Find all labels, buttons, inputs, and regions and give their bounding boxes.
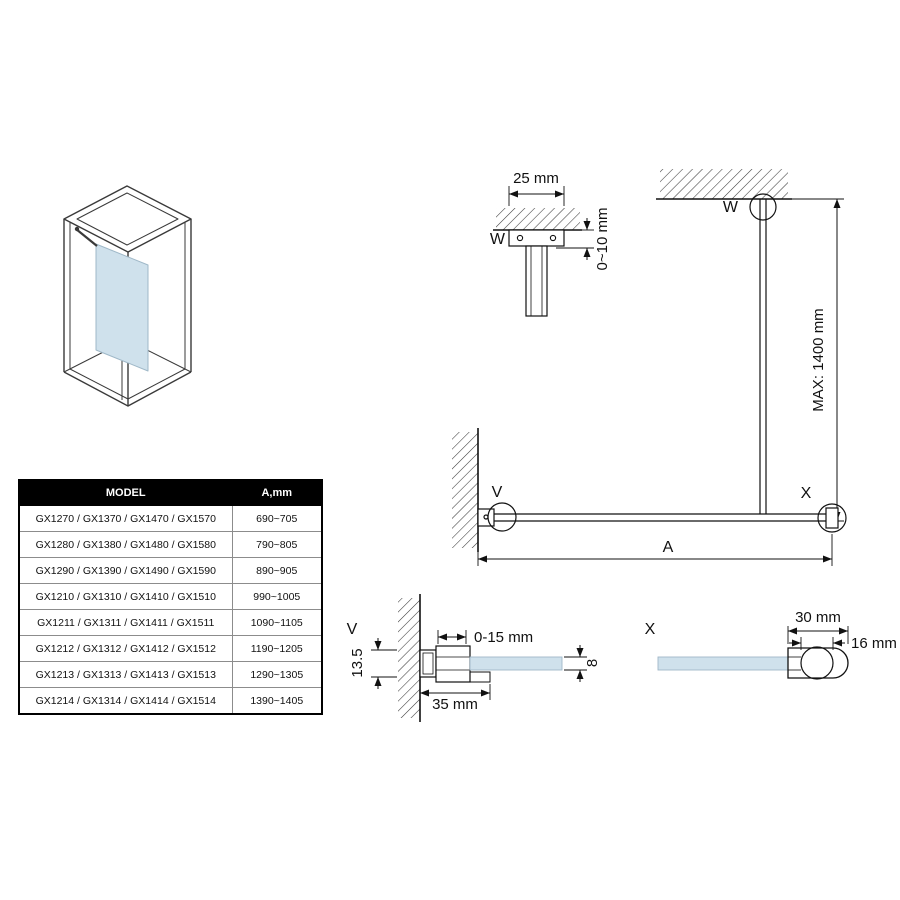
callout-v-label: V [492, 484, 503, 501]
dim-profile-height: 13.5 [349, 648, 366, 677]
wall-profile [419, 649, 437, 678]
a-mm-cell: 1390~1405 [231, 687, 323, 715]
isometric-shower-drawing [63, 185, 192, 407]
support-bar-section [525, 245, 548, 317]
dim-bracket-width: 25 mm [513, 170, 559, 187]
bar-cross-section [800, 646, 834, 680]
callout-x-label: X [801, 485, 812, 502]
callout-circle-x [817, 503, 847, 533]
model-cell: GX1211 / GX1311 / GX1411 / GX1511 [18, 609, 233, 636]
a-mm-cell: 690~705 [231, 505, 323, 532]
detail-v-label: V [347, 621, 358, 638]
dim-adjust-range: 0-15 mm [474, 629, 533, 646]
ceiling-hatch [660, 169, 788, 199]
ceiling-hatch [496, 208, 580, 230]
dim-glass-thickness: 8 [584, 659, 601, 667]
model-cell: GX1280 / GX1380 / GX1480 / GX1580 [18, 531, 233, 558]
model-table-header: MODEL A,mm [18, 479, 323, 506]
model-table: MODEL A,mm GX1270 / GX1370 / GX1470 / GX… [18, 479, 323, 715]
callout-circle-w [749, 193, 777, 221]
ceiling-mount-assembly: W MAX: 1400 mm [656, 169, 844, 522]
callout-circle-v [487, 502, 517, 532]
model-cell: GX1213 / GX1313 / GX1413 / GX1513 [18, 661, 233, 688]
model-cell: GX1270 / GX1370 / GX1470 / GX1570 [18, 505, 233, 532]
a-mm-cell: 790~805 [231, 531, 323, 558]
dim-a-label: A [663, 539, 674, 556]
model-column-header: MODEL [18, 479, 233, 506]
callout-w-label: W [723, 199, 739, 216]
model-cell: GX1214 / GX1314 / GX1414 / GX1514 [18, 687, 233, 715]
glass-panel-section [469, 656, 563, 671]
glass-panel-isometric [95, 243, 149, 372]
bar-clamp-profile [787, 647, 849, 679]
wall-bracket [477, 508, 495, 527]
glass-panel-section [657, 656, 789, 671]
detail-x-glass-clamp: X 30 mm 16 mm [645, 609, 897, 680]
a-mm-cell: 890~905 [231, 557, 323, 584]
model-cell: GX1290 / GX1390 / GX1490 / GX1590 [18, 557, 233, 584]
model-cell: GX1210 / GX1310 / GX1410 / GX1510 [18, 583, 233, 610]
a-mm-cell: 990~1005 [231, 583, 323, 610]
a-mm-cell: 1290~1305 [231, 661, 323, 688]
wall-hatch [398, 598, 420, 718]
detail-v-wall-profile: V 13.5 0-15 mm 8 35 mm [347, 594, 601, 722]
support-bar-isometric [75, 228, 98, 247]
dim-ceiling-gap: 0~10 mm [594, 208, 611, 271]
a-mm-column-header: A,mm [231, 479, 323, 506]
dim-profile-depth: 35 mm [432, 696, 478, 713]
a-mm-cell: 1090~1105 [231, 609, 323, 636]
dim-bar-diameter: 16 mm [851, 635, 897, 652]
model-cell: GX1212 / GX1312 / GX1412 / GX1512 [18, 635, 233, 662]
support-bar-assembly: V X A [452, 428, 847, 566]
dim-clamp-length: 30 mm [795, 609, 841, 626]
glass-clamp-joint [825, 507, 839, 529]
wall-hatch [452, 432, 478, 548]
detail-x-label: X [645, 621, 656, 638]
detail-w-bracket: 25 mm W 0~10 mm [490, 170, 611, 317]
detail-w-label: W [490, 231, 506, 248]
a-mm-cell: 1190~1205 [231, 635, 323, 662]
dim-max-height: MAX: 1400 mm [810, 308, 827, 411]
glass-clamp [435, 645, 471, 683]
